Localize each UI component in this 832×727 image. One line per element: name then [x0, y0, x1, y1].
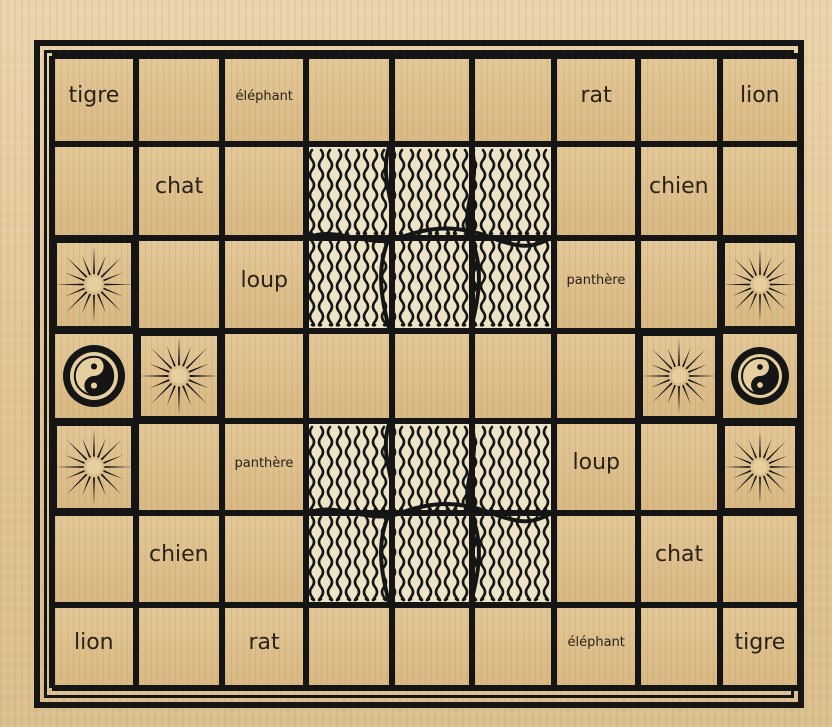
trap-starburst-icon[interactable]	[55, 241, 133, 328]
grid-line-vertical	[551, 56, 557, 688]
board-square[interactable]	[139, 608, 219, 685]
board-square[interactable]	[557, 516, 635, 602]
board-square[interactable]	[225, 334, 303, 418]
trap-starburst-icon[interactable]	[55, 424, 133, 510]
grid-line-vertical	[133, 56, 139, 688]
trap-starburst-icon[interactable]	[723, 241, 797, 328]
animal-piece-label[interactable]: éléphant	[568, 636, 625, 649]
board-square[interactable]	[309, 59, 389, 141]
animal-piece-label[interactable]: tigre	[69, 85, 120, 107]
grid-line-horizontal	[52, 510, 800, 516]
animal-piece-label[interactable]: panthère	[235, 457, 294, 470]
animal-piece-label[interactable]: lion	[74, 632, 114, 654]
board-square[interactable]	[225, 516, 303, 602]
animal-piece-label[interactable]: éléphant	[236, 90, 293, 103]
animal-piece-label[interactable]: tigre	[735, 632, 786, 654]
trap-starburst-icon[interactable]	[139, 334, 219, 418]
trap-starburst-icon[interactable]	[723, 424, 797, 510]
animal-piece-label[interactable]: chat	[155, 176, 203, 198]
board-square[interactable]	[225, 147, 303, 235]
board-square[interactable]	[475, 59, 551, 141]
board-square[interactable]	[475, 334, 551, 418]
board-square[interactable]	[55, 147, 133, 235]
grid-line-horizontal	[52, 328, 800, 334]
grid-line-vertical	[635, 56, 641, 688]
board-square[interactable]	[139, 59, 219, 141]
grid-line-vertical	[49, 56, 55, 688]
animal-piece-label[interactable]: panthère	[567, 274, 626, 287]
grid-line-vertical	[469, 56, 475, 688]
board-square[interactable]	[641, 608, 717, 685]
board-square[interactable]	[641, 241, 717, 328]
board-grid: tigre éléphant rat lion chat chien loup panthèr…	[52, 56, 800, 688]
grid-line-horizontal	[52, 418, 800, 424]
board-square[interactable]	[309, 608, 389, 685]
board-square[interactable]	[641, 424, 717, 510]
animal-piece-label[interactable]: chien	[649, 176, 709, 198]
grid-line-horizontal	[52, 685, 800, 691]
grid-line-vertical	[797, 56, 803, 688]
board-square[interactable]	[557, 147, 635, 235]
grid-line-horizontal	[52, 602, 800, 608]
animal-piece-label[interactable]: loup	[573, 452, 620, 474]
animal-piece-label[interactable]: chien	[149, 544, 209, 566]
animal-piece-label[interactable]: rat	[581, 85, 612, 107]
grid-line-horizontal	[52, 235, 800, 241]
board-square[interactable]	[309, 334, 389, 418]
grid-line-horizontal	[52, 141, 800, 147]
board-square[interactable]	[723, 516, 797, 602]
board-square[interactable]	[475, 608, 551, 685]
board-square[interactable]	[557, 334, 635, 418]
grid-line-vertical	[389, 56, 395, 688]
board-square[interactable]	[723, 147, 797, 235]
board-square[interactable]	[139, 241, 219, 328]
trap-starburst-icon[interactable]	[641, 334, 717, 418]
board-square[interactable]	[139, 424, 219, 510]
board-square[interactable]	[641, 59, 717, 141]
grid-line-vertical	[717, 56, 723, 688]
animal-piece-label[interactable]: loup	[241, 270, 288, 292]
board-square[interactable]	[395, 608, 469, 685]
animal-piece-label[interactable]: rat	[249, 632, 280, 654]
animal-piece-label[interactable]: lion	[740, 85, 780, 107]
animal-piece-label[interactable]: chat	[655, 544, 703, 566]
board-square[interactable]	[395, 334, 469, 418]
grid-line-vertical	[219, 56, 225, 688]
grid-line-horizontal	[52, 53, 800, 59]
board-square[interactable]	[55, 516, 133, 602]
yin-yang-icon[interactable]	[55, 334, 133, 418]
board-square[interactable]	[395, 59, 469, 141]
yin-yang-icon[interactable]	[723, 334, 797, 418]
grid-line-vertical	[303, 56, 309, 688]
